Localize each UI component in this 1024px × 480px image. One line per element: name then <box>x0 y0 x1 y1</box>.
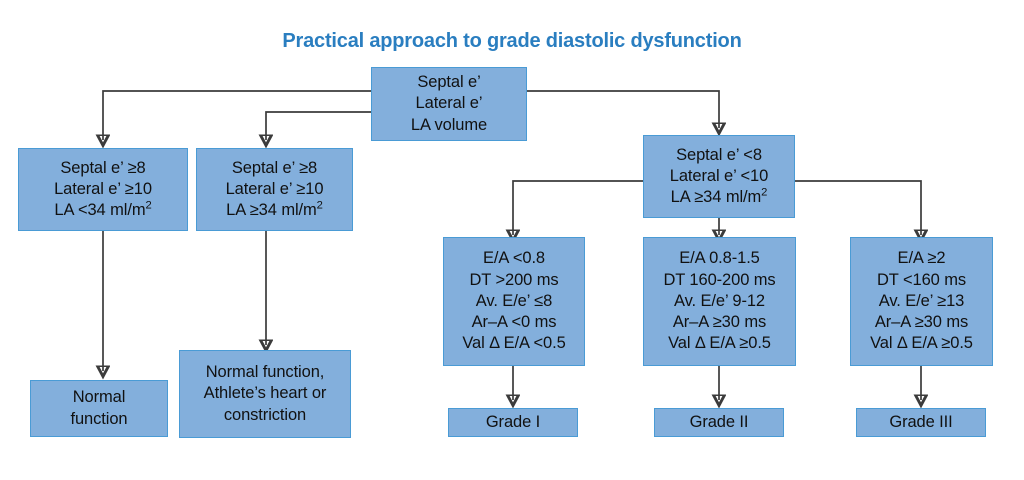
node-root[interactable]: Septal e’ Lateral e’ LA volume <box>371 67 527 141</box>
node-branch-dysfunction-line-3: LA ≥34 ml/m2 <box>670 186 768 207</box>
node-branch-normal-line-2: Lateral e’ ≥10 <box>54 179 152 198</box>
edge-dysfunction-to-grade3 <box>795 180 921 235</box>
node-outcome-grade3[interactable]: Grade III <box>856 408 986 437</box>
edge-root-to-normal <box>103 90 371 140</box>
node-branch-athlete-line-3: LA ≥34 ml/m2 <box>226 199 323 220</box>
node-criteria-grade2-line-5: Val Δ E/A ≥0.5 <box>668 334 771 353</box>
node-criteria-grade3-line-1: E/A ≥2 <box>897 249 946 268</box>
node-outcome-normal-line-1: Normal <box>72 388 126 407</box>
node-outcome-grade3-label: Grade III <box>889 412 953 431</box>
node-criteria-grade3-line-3: Av. E/e’ ≥13 <box>878 291 965 310</box>
node-criteria-grade2-line-3: Av. E/e’ 9-12 <box>673 291 766 310</box>
node-branch-normal-line-3: LA <34 ml/m2 <box>54 199 152 220</box>
node-branch-dysfunction-line-2: Lateral e’ <10 <box>669 166 769 185</box>
node-criteria-grade1-line-1: E/A <0.8 <box>482 249 546 268</box>
edge-root-to-athlete <box>266 111 371 140</box>
node-outcome-grade2[interactable]: Grade II <box>654 408 784 437</box>
node-criteria-grade3[interactable]: E/A ≥2 DT <160 ms Av. E/e’ ≥13 Ar–A ≥30 … <box>850 237 993 366</box>
node-outcome-athlete[interactable]: Normal function, Athlete’s heart or cons… <box>179 350 351 438</box>
node-outcome-athlete-line-1: Normal function, <box>205 363 325 382</box>
node-outcome-normal[interactable]: Normal function <box>30 380 168 437</box>
node-criteria-grade2-line-4: Ar–A ≥30 ms <box>672 313 767 332</box>
node-criteria-grade1-line-5: Val Δ E/A <0.5 <box>462 334 566 353</box>
node-root-line-3: LA volume <box>410 115 488 134</box>
node-branch-dysfunction[interactable]: Septal e’ <8 Lateral e’ <10 LA ≥34 ml/m2 <box>643 135 795 218</box>
node-outcome-grade1[interactable]: Grade I <box>448 408 578 437</box>
node-criteria-grade3-line-4: Ar–A ≥30 ms <box>874 313 969 332</box>
node-branch-athlete-line-1: Septal e’ ≥8 <box>231 158 318 177</box>
node-branch-normal[interactable]: Septal e’ ≥8 Lateral e’ ≥10 LA <34 ml/m2 <box>18 148 188 231</box>
node-criteria-grade1-line-3: Av. E/e’ ≤8 <box>475 291 553 310</box>
node-outcome-grade2-label: Grade II <box>689 412 749 431</box>
node-criteria-grade2-line-1: E/A 0.8-1.5 <box>679 249 760 268</box>
node-outcome-athlete-line-2: Athlete’s heart or <box>203 384 327 403</box>
node-criteria-grade2[interactable]: E/A 0.8-1.5 DT 160-200 ms Av. E/e’ 9-12 … <box>643 237 796 366</box>
node-branch-athlete-line-2: Lateral e’ ≥10 <box>225 179 324 198</box>
node-branch-dysfunction-line-1: Septal e’ <8 <box>676 145 762 164</box>
diagram-title: Practical approach to grade diastolic dy… <box>282 30 742 52</box>
node-criteria-grade1[interactable]: E/A <0.8 DT >200 ms Av. E/e’ ≤8 Ar–A <0 … <box>443 237 585 366</box>
node-criteria-grade1-line-2: DT >200 ms <box>469 270 559 289</box>
node-criteria-grade1-line-4: Ar–A <0 ms <box>471 313 557 332</box>
node-root-line-1: Septal e’ <box>417 73 481 92</box>
node-root-line-2: Lateral e’ <box>415 94 483 113</box>
node-criteria-grade3-line-2: DT <160 ms <box>876 270 967 289</box>
node-outcome-grade1-label: Grade I <box>485 412 541 431</box>
node-criteria-grade2-line-2: DT 160-200 ms <box>663 270 776 289</box>
edge-dysfunction-to-grade1 <box>513 180 643 235</box>
edge-root-to-dysfunction <box>527 90 719 128</box>
node-criteria-grade3-line-5: Val Δ E/A ≥0.5 <box>870 334 973 353</box>
node-branch-athlete[interactable]: Septal e’ ≥8 Lateral e’ ≥10 LA ≥34 ml/m2 <box>196 148 353 231</box>
node-outcome-athlete-line-3: constriction <box>223 405 307 424</box>
node-outcome-normal-line-2: function <box>70 409 128 428</box>
node-branch-normal-line-1: Septal e’ ≥8 <box>60 158 146 177</box>
